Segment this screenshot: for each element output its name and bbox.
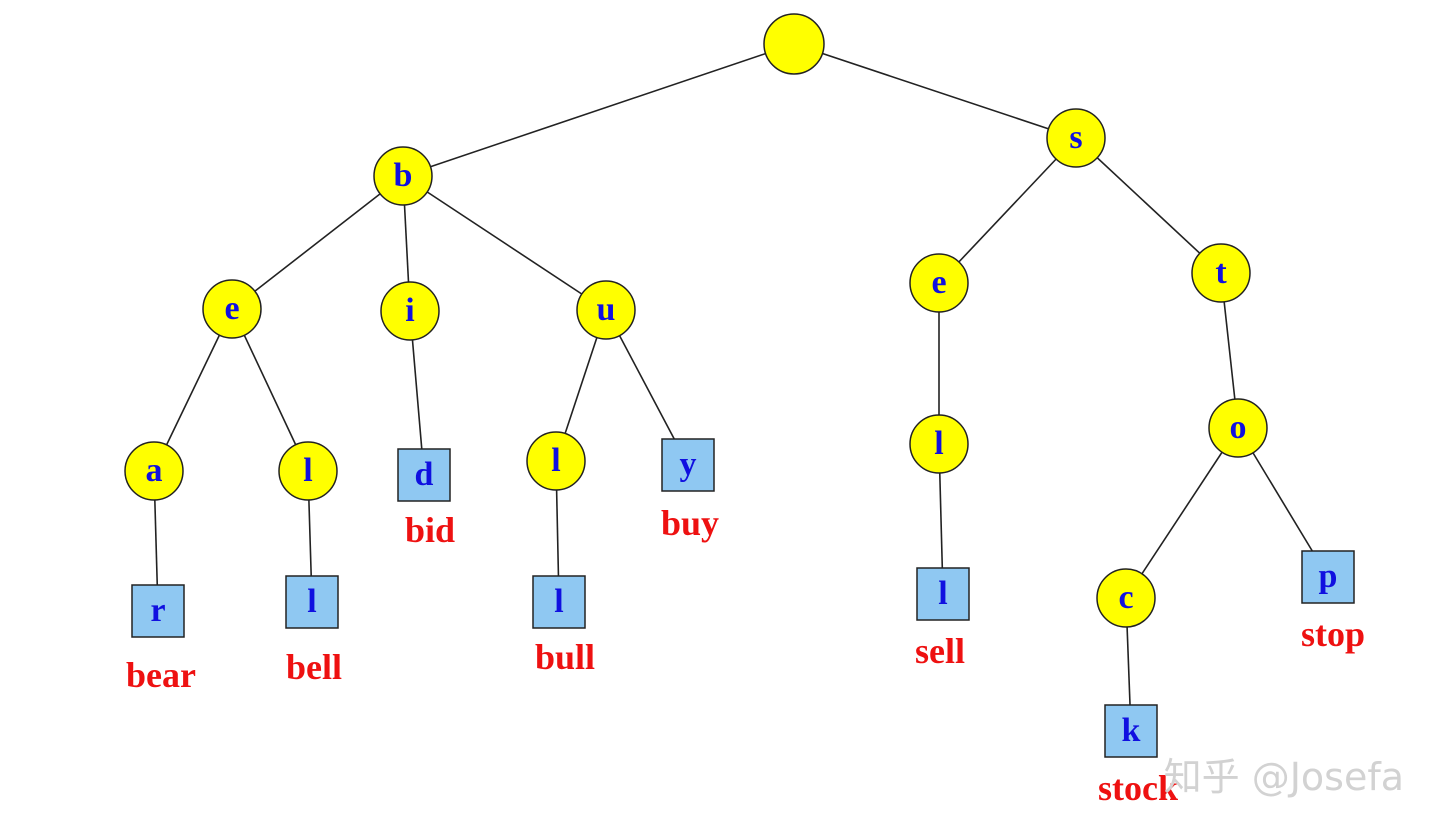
node-stop: p bbox=[1301, 550, 1355, 604]
node-sel-letter: l bbox=[934, 425, 943, 462]
node-be: e bbox=[202, 279, 262, 339]
node-bul: l bbox=[526, 431, 586, 491]
node-b-letter: b bbox=[394, 157, 413, 194]
node-stop-square bbox=[1301, 550, 1355, 604]
node-bell-letter: l bbox=[307, 583, 316, 620]
node-bel-letter: l bbox=[303, 452, 312, 489]
node-sto: o bbox=[1208, 398, 1268, 458]
node-stock-square bbox=[1104, 704, 1158, 758]
node-be-circle bbox=[202, 279, 262, 339]
node-buy-square bbox=[661, 438, 715, 492]
node-b-circle bbox=[373, 146, 433, 206]
edge-be-bel bbox=[231, 308, 309, 472]
node-se-letter: e bbox=[931, 264, 946, 301]
word-label-stop: stop bbox=[1301, 614, 1365, 654]
node-stoc-circle bbox=[1096, 568, 1156, 628]
node-bi-circle bbox=[380, 281, 440, 341]
word-label-bid: bid bbox=[405, 510, 455, 550]
node-bell: l bbox=[285, 575, 339, 629]
node-sell-square bbox=[916, 567, 970, 621]
node-b: b bbox=[373, 146, 433, 206]
edge-root-b bbox=[402, 43, 795, 177]
node-bu-circle bbox=[576, 280, 636, 340]
node-bea-letter: a bbox=[146, 452, 163, 489]
word-label-bull: bull bbox=[535, 637, 595, 677]
node-sell-letter: l bbox=[938, 575, 947, 612]
edge-be-bea bbox=[153, 308, 233, 472]
edge-b-be bbox=[231, 175, 404, 310]
node-bid-letter: d bbox=[415, 456, 434, 493]
word-label-buy: buy bbox=[661, 503, 719, 543]
node-se: e bbox=[909, 253, 969, 313]
word-label-bell: bell bbox=[286, 647, 342, 687]
node-stoc-letter: c bbox=[1118, 579, 1133, 616]
node-bear-square bbox=[131, 584, 185, 638]
edge-sto-stoc bbox=[1125, 427, 1239, 599]
node-sel: l bbox=[909, 414, 969, 474]
node-bea: a bbox=[124, 441, 184, 501]
node-bu: u bbox=[576, 280, 636, 340]
node-bul-circle bbox=[526, 431, 586, 491]
node-bu-letter: u bbox=[597, 291, 616, 328]
node-sto-letter: o bbox=[1230, 409, 1247, 446]
node-bel: l bbox=[278, 441, 338, 501]
node-stock-letter: k bbox=[1122, 712, 1141, 749]
node-st: t bbox=[1191, 243, 1251, 303]
word-label-stock: stock bbox=[1098, 768, 1178, 808]
node-bear-letter: r bbox=[150, 592, 165, 629]
edge-s-se bbox=[938, 137, 1077, 284]
node-sel-circle bbox=[909, 414, 969, 474]
node-bull: l bbox=[532, 575, 586, 629]
node-st-circle bbox=[1191, 243, 1251, 303]
node-buy-letter: y bbox=[680, 446, 697, 483]
node-bell-square bbox=[285, 575, 339, 629]
node-bel-circle bbox=[278, 441, 338, 501]
word-labels-layer: bear bell bid bull buy sell stock stop bbox=[126, 503, 1365, 808]
node-s-circle bbox=[1046, 108, 1106, 168]
node-bull-square bbox=[532, 575, 586, 629]
node-bid: d bbox=[397, 448, 451, 502]
node-s-letter: s bbox=[1069, 119, 1082, 156]
watermark: 知乎 @Josefa bbox=[1164, 755, 1404, 799]
node-sell: l bbox=[916, 567, 970, 621]
node-stoc: c bbox=[1096, 568, 1156, 628]
node-stop-letter: p bbox=[1319, 558, 1338, 595]
node-root-circle bbox=[763, 13, 825, 75]
node-sto-circle bbox=[1208, 398, 1268, 458]
word-label-bear: bear bbox=[126, 655, 196, 695]
node-s: s bbox=[1046, 108, 1106, 168]
node-st-letter: t bbox=[1215, 254, 1227, 291]
node-root bbox=[763, 13, 825, 75]
edge-root-s bbox=[793, 43, 1077, 139]
node-se-circle bbox=[909, 253, 969, 313]
node-bea-circle bbox=[124, 441, 184, 501]
node-be-letter: e bbox=[224, 290, 239, 327]
node-bi: i bbox=[380, 281, 440, 341]
node-bi-letter: i bbox=[405, 292, 414, 329]
edge-s-st bbox=[1075, 137, 1222, 274]
edge-b-bu bbox=[402, 175, 607, 311]
node-bear: r bbox=[131, 584, 185, 638]
node-stock: k bbox=[1104, 704, 1158, 758]
node-bid-square bbox=[397, 448, 451, 502]
node-bull-letter: l bbox=[554, 583, 563, 620]
node-bul-letter: l bbox=[551, 442, 560, 479]
word-label-sell: sell bbox=[915, 631, 965, 671]
node-buy: y bbox=[661, 438, 715, 492]
